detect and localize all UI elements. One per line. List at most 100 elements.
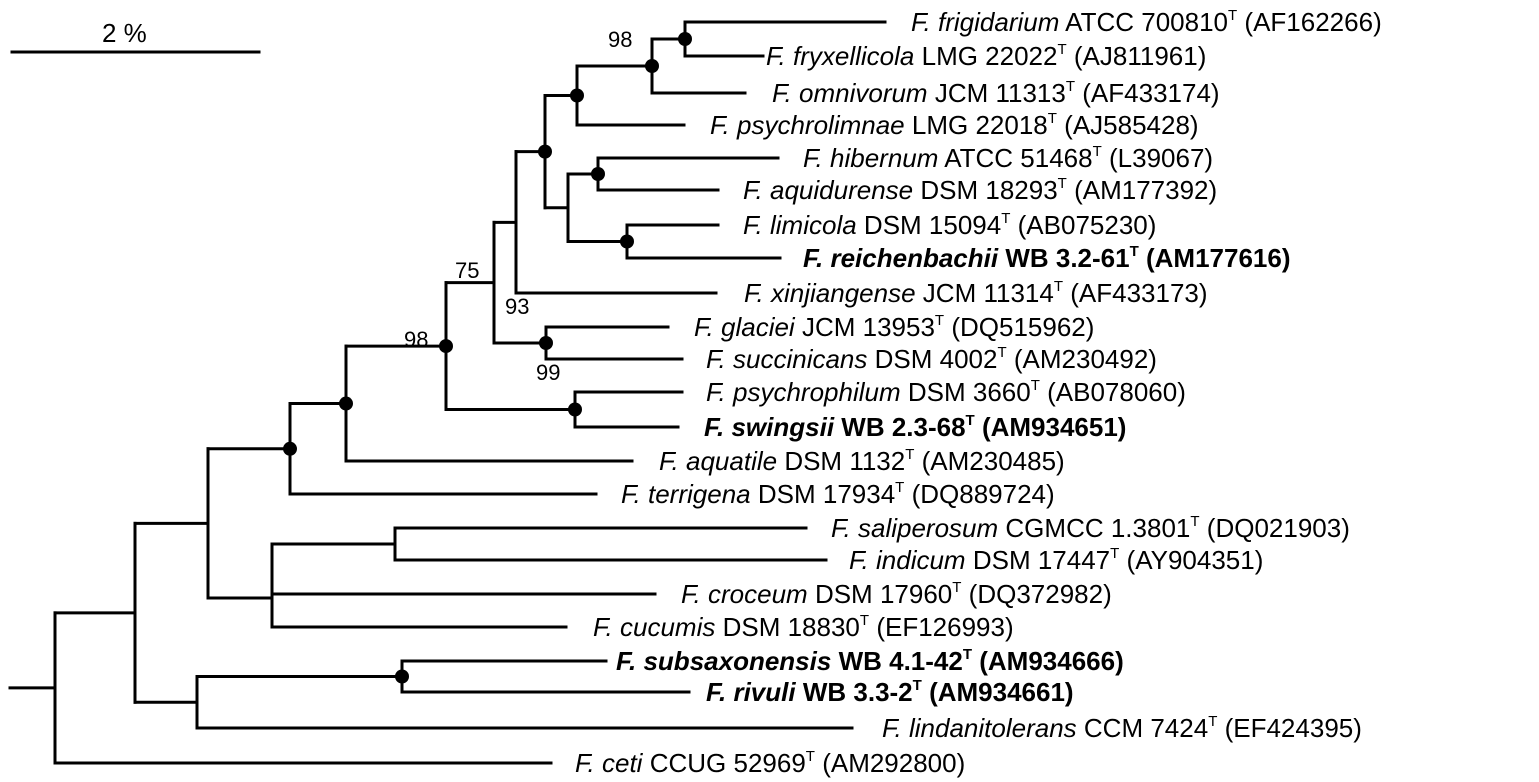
taxon-label-psychrolimnae: F. psychrolimnae LMG 22018T (AJ585428) bbox=[710, 110, 1199, 140]
bs-upper-clade-label: 75 bbox=[455, 258, 480, 283]
taxon-type: T bbox=[965, 412, 975, 429]
taxon-label-psychrophilum: F. psychrophilum DSM 3660T (AB078060) bbox=[706, 377, 1186, 407]
taxon-accession: (EF126993) bbox=[876, 612, 1014, 642]
taxon-type: T bbox=[1030, 377, 1040, 394]
taxon-label-swingsii: F. swingsii WB 2.3-68T (AM934651) bbox=[704, 412, 1126, 442]
taxon-label-terrigena: F. terrigena DSM 17934T (DQ889724) bbox=[621, 479, 1055, 509]
taxon-type: T bbox=[1110, 545, 1120, 562]
taxon-strain: CCM 7424 bbox=[1083, 713, 1209, 743]
taxon-genus: F. bbox=[706, 377, 726, 407]
node-support-dot bbox=[678, 32, 692, 46]
taxon-genus: F. bbox=[710, 110, 730, 140]
node-support-dot bbox=[568, 402, 582, 417]
taxon-strain: JCM 11314 bbox=[922, 278, 1054, 308]
taxon-strain: DSM 17960 bbox=[814, 579, 953, 609]
taxon-genus: F. bbox=[743, 175, 763, 205]
taxon-genus: F. bbox=[882, 713, 902, 743]
taxon-label-fryxellicola: F. fryxellicola LMG 22022T (AJ811961) bbox=[766, 41, 1206, 71]
taxon-strain: CGMCC 1.3801 bbox=[1005, 513, 1191, 543]
taxon-genus: F. bbox=[694, 312, 714, 342]
taxon-species: indicum bbox=[876, 545, 966, 575]
taxon-accession: (AM292800) bbox=[822, 748, 966, 778]
taxon-type: T bbox=[962, 646, 972, 663]
taxon-strain: DSM 18293 bbox=[920, 175, 1058, 205]
scale-bar-label: 2 % bbox=[102, 18, 147, 48]
taxon-type: T bbox=[1057, 175, 1067, 192]
taxon-accession: (AM230492) bbox=[1013, 344, 1157, 374]
bs-psychrophilum-clade-label: 99 bbox=[536, 360, 561, 385]
taxon-type: T bbox=[997, 344, 1007, 361]
taxon-genus: F. bbox=[849, 545, 869, 575]
taxon-strain: WB 4.1-42 bbox=[838, 646, 963, 676]
taxon-type: T bbox=[1053, 278, 1063, 295]
taxon-accession: (AM230485) bbox=[921, 446, 1065, 476]
taxon-accession: (AF433174) bbox=[1082, 78, 1220, 108]
taxon-accession: (AF433173) bbox=[1070, 278, 1208, 308]
taxon-genus: F. bbox=[831, 513, 851, 543]
node-support-dot bbox=[439, 339, 453, 354]
taxon-type: T bbox=[805, 748, 815, 765]
taxon-accession: (AJ811961) bbox=[1073, 41, 1207, 71]
taxon-label-reichenbachii: F. reichenbachii WB 3.2-61T (AM177616) bbox=[803, 243, 1291, 273]
bs-glaciei-clade-label: 93 bbox=[505, 294, 530, 319]
taxon-species: swingsii bbox=[731, 412, 835, 442]
taxon-strain: ATCC 51468 bbox=[944, 143, 1093, 173]
taxon-strain: DSM 15094 bbox=[863, 210, 1002, 240]
taxon-accession: (AF162266) bbox=[1244, 7, 1382, 37]
node-support-dot bbox=[570, 88, 584, 103]
taxon-strain: DSM 17447 bbox=[972, 545, 1111, 575]
taxon-type: T bbox=[1092, 143, 1102, 160]
bs-main-clade-label: 98 bbox=[404, 327, 429, 352]
taxon-label-omnivorum: F. omnivorum JCM 11313T (AF433174) bbox=[772, 78, 1220, 108]
taxon-label-limicola: F. limicola DSM 15094T (AB075230) bbox=[743, 210, 1156, 240]
taxon-species: psychrophilum bbox=[733, 377, 901, 407]
taxon-accession: (AY904351) bbox=[1126, 545, 1264, 575]
taxon-accession: (AB078060) bbox=[1047, 377, 1186, 407]
node-support-dot bbox=[620, 234, 634, 249]
taxon-label-indicum: F. indicum DSM 17447T (AY904351) bbox=[849, 545, 1263, 575]
taxon-genus: F. bbox=[743, 210, 763, 240]
taxon-accession: (EF424395) bbox=[1224, 713, 1362, 743]
taxon-species: succinicans bbox=[733, 344, 868, 374]
taxon-label-cucumis: F. cucumis DSM 18830T (EF126993) bbox=[593, 612, 1014, 642]
taxon-type: T bbox=[1001, 210, 1011, 227]
taxon-accession: (AB075230) bbox=[1017, 210, 1157, 240]
taxon-label-succinicans: F. succinicans DSM 4002T (AM230492) bbox=[706, 344, 1157, 374]
taxon-species: fryxellicola bbox=[793, 41, 915, 71]
taxon-strain: JCM 11313 bbox=[934, 78, 1066, 108]
bs-frigidarium-clade-label: 98 bbox=[608, 27, 633, 52]
taxon-label-xinjiangense: F. xinjiangense JCM 11314T (AF433173) bbox=[744, 278, 1208, 308]
taxon-accession: (AM177616) bbox=[1146, 243, 1291, 273]
node-support-dot bbox=[538, 144, 552, 159]
taxon-species: lindanitolerans bbox=[909, 713, 1077, 743]
taxon-accession: (DQ021903) bbox=[1206, 513, 1350, 543]
taxon-genus: F. bbox=[681, 579, 701, 609]
taxon-strain: WB 3.2-61 bbox=[1005, 243, 1130, 273]
taxon-species: aquidurense bbox=[770, 175, 914, 205]
taxon-label-rivuli: F. rivuli WB 3.3-2T (AM934661) bbox=[706, 677, 1074, 707]
node-support-dot bbox=[645, 59, 659, 73]
taxon-species: reichenbachii bbox=[830, 243, 999, 273]
taxon-type: T bbox=[952, 579, 962, 596]
taxon-genus: F. bbox=[803, 143, 823, 173]
taxon-species: croceum bbox=[708, 579, 808, 609]
taxon-strain: CCUG 52969 bbox=[649, 748, 806, 778]
taxon-accession: (L39067) bbox=[1108, 143, 1214, 173]
taxon-genus: F. bbox=[911, 7, 931, 37]
taxon-strain: DSM 18830 bbox=[722, 612, 860, 642]
taxon-label-hibernum: F. hibernum ATCC 51468T (L39067) bbox=[803, 143, 1213, 173]
taxon-accession: (AM934666) bbox=[979, 646, 1124, 676]
taxon-genus: F. bbox=[659, 446, 679, 476]
taxon-species: xinjiangense bbox=[771, 278, 916, 308]
taxon-genus: F. bbox=[593, 612, 613, 642]
taxon-type: T bbox=[1208, 713, 1218, 730]
taxon-species: terrigena bbox=[648, 479, 751, 509]
node-support-dot bbox=[339, 396, 353, 411]
taxon-type: T bbox=[912, 677, 922, 694]
taxon-label-aquatile: F. aquatile DSM 1132T (AM230485) bbox=[659, 446, 1065, 476]
node-support-dot bbox=[539, 336, 553, 350]
taxon-strain: DSM 3660 bbox=[907, 377, 1031, 407]
taxon-strain: DSM 1132 bbox=[784, 446, 906, 476]
taxon-genus: F. bbox=[621, 479, 641, 509]
